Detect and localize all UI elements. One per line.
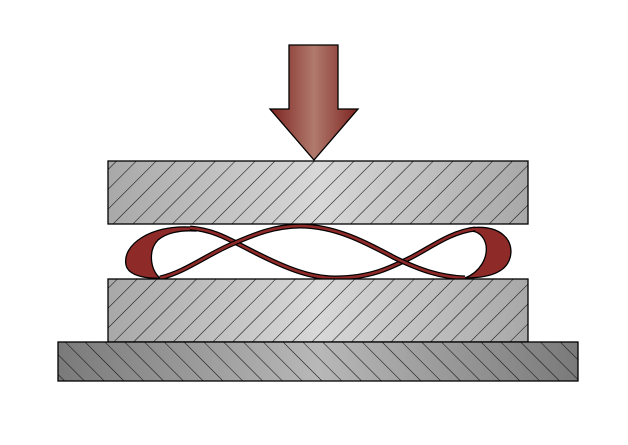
upper-plate bbox=[107, 160, 529, 225]
base-plate bbox=[57, 341, 579, 382]
spring-band bbox=[125, 223, 512, 281]
force-arrow bbox=[268, 44, 360, 161]
lower-plate bbox=[107, 278, 529, 343]
